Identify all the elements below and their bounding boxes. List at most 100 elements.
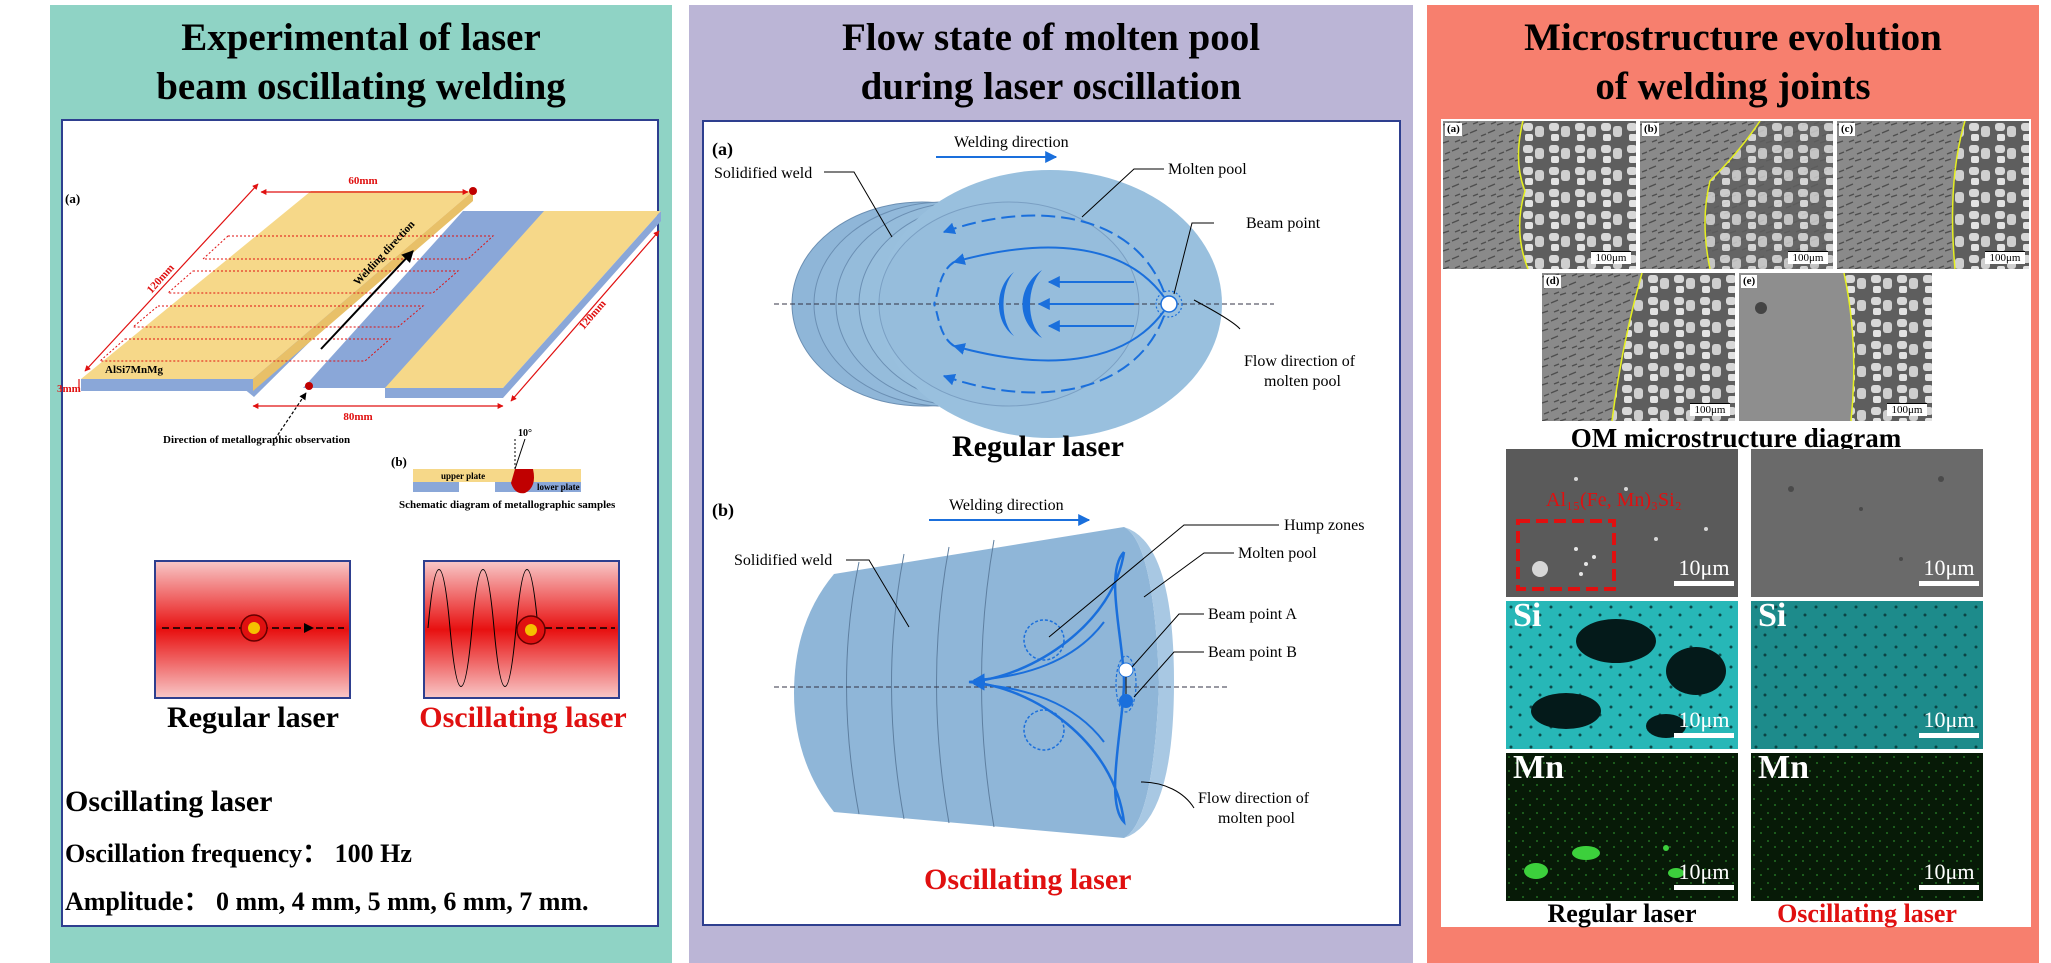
weld-setup-schematic: 60mm 120mm 120mm 80mm 3mm (a) Welding di…: [57, 175, 661, 511]
oscillating-laser-caption: Oscillating laser: [419, 701, 627, 734]
callout-lines-b: [846, 524, 1279, 809]
schematic-caption: Schematic diagram of metallographic samp…: [399, 499, 616, 511]
wake-crescent-left: [999, 272, 1014, 336]
regular-laser-caption: Regular laser: [1547, 899, 1697, 928]
si-map-regular: [1506, 601, 1738, 749]
section-upper-right: [533, 469, 581, 482]
sem-oscillating: [1751, 449, 1983, 597]
om-image-c: [1837, 120, 2029, 270]
regular-laser-box: [154, 560, 351, 699]
om-image-e: [1739, 272, 1932, 422]
panel-title: Experimental of laser beam oscillating w…: [156, 16, 566, 108]
oscillating-laser-box: [423, 560, 620, 699]
weld-start-dot: [469, 187, 477, 195]
panel-frame: (a) (b) (c) (d) (e) 100μm 100μm 100μm 10…: [1441, 119, 2031, 928]
upper-plate-label: upper plate: [441, 471, 485, 481]
om-image-b: [1640, 120, 1833, 270]
tag-a: (a): [65, 191, 80, 206]
mn-label-oscillating: Mn: [1758, 749, 1809, 786]
weld-seam-shape: [511, 469, 534, 494]
mn-label-regular: Mn: [1513, 749, 1564, 786]
beam-point: [1160, 295, 1178, 313]
welding-direction-label-b: Welding direction: [949, 497, 1064, 514]
om-caption: OM microstructure diagram: [1570, 423, 1902, 453]
beam-point-a: [1118, 662, 1134, 678]
panel-frame: 60mm 120mm 120mm 80mm 3mm (a) Welding di…: [57, 119, 661, 927]
flow-diagram: (a) Welding direction: [712, 134, 1364, 896]
mn-scale-regular: 10μm: [1674, 859, 1734, 890]
om-scale-c: 100μm: [1985, 251, 2025, 264]
angle-label: 10°: [518, 428, 532, 439]
panel-frame: (a) Welding direction: [702, 120, 1401, 926]
sem-scale-regular: 10μm: [1674, 555, 1734, 586]
mn-scale-oscillating: 10μm: [1919, 859, 1979, 890]
weld-end-dot: [305, 382, 313, 390]
panel-flow-state: Flow state of molten pool during laser o…: [689, 5, 1413, 963]
dim-80-label: 80mm: [343, 411, 372, 423]
om-tag-a: (a): [1445, 123, 1462, 136]
scan-arrowhead: [304, 623, 314, 633]
si-map-oscillating: [1751, 601, 1983, 749]
upper-plate-side: [81, 379, 253, 391]
section-lower-right: [495, 482, 581, 492]
beam-point-b: [1119, 694, 1133, 708]
upper-plate-edge: [253, 191, 473, 391]
om-scale-d: 100μm: [1690, 403, 1730, 416]
si-label-oscillating: Si: [1758, 597, 1787, 634]
panel-title: Microstructure evolution of welding join…: [1524, 16, 1942, 108]
dim-3-label: 3mm: [57, 383, 81, 395]
mn-map-oscillating: [1751, 753, 1983, 901]
si-scale-oscillating: 10μm: [1919, 707, 1979, 738]
welding-direction-label-a: Welding direction: [954, 134, 1069, 151]
section-lower-left: [413, 482, 459, 492]
regular-laser-caption: Regular laser: [952, 430, 1124, 463]
dim-line-120-left: [84, 183, 259, 372]
om-tag-b: (b): [1642, 123, 1660, 136]
oscillating-pool-face: [1124, 527, 1174, 838]
oscillation-wave: [427, 569, 539, 687]
beam-point-ring: [1155, 290, 1183, 318]
regular-laser-caption: Regular laser: [167, 701, 339, 734]
callout-lines-a: [824, 168, 1241, 330]
phase-label: Al₁₅(Fe, Mn)₃Si₂: [1546, 489, 1682, 511]
dim-line-120-right: [510, 230, 660, 402]
sem-scale-oscillating: 10μm: [1919, 555, 1979, 586]
solidified-label-a: Solidified weld: [714, 165, 812, 182]
om-image-d: [1542, 272, 1735, 422]
mn-map-regular: [1506, 753, 1738, 901]
beam-a-label: Beam point A: [1208, 606, 1297, 623]
alloy-label: AlSi7MnMg: [105, 364, 164, 376]
angle-line-2: [514, 438, 526, 470]
flow-label-b-2: molten pool: [1218, 810, 1295, 827]
om-scale-e: 100μm: [1887, 403, 1927, 416]
beam-b-label: Beam point B: [1208, 644, 1297, 661]
beam-point-label: Beam point: [1246, 215, 1321, 232]
oscillating-laser-caption: Oscillating laser: [924, 863, 1131, 896]
beam-core: [525, 624, 537, 636]
dim-60-label: 60mm: [348, 175, 377, 187]
observation-arrow: [274, 392, 307, 440]
flow-label-b-1: Flow direction of: [1198, 790, 1310, 807]
welding-direction-arrow: [320, 250, 414, 350]
amplitude-line: Amplitude： 0 mm, 4 mm, 5 mm, 6 mm, 7 mm.: [65, 887, 589, 916]
params-title: Oscillating laser: [65, 785, 273, 818]
panel-microstructure: Microstructure evolution of welding join…: [1427, 5, 2039, 963]
beam-core: [248, 622, 260, 634]
om-tag-e: (e): [1741, 275, 1758, 288]
dim-120-left-label: 120mm: [145, 262, 177, 296]
wake-crescent-right: [1022, 270, 1042, 338]
si-label-regular: Si: [1513, 597, 1542, 634]
flow-arrow-upper: [972, 621, 1105, 686]
molten-label-a: Molten pool: [1168, 161, 1247, 178]
oscillating-pool-layers: [846, 539, 995, 828]
oscillating-laser-caption: Oscillating laser: [1777, 899, 1957, 928]
si-scale-regular: 10μm: [1674, 707, 1734, 738]
tag-b: (b): [712, 500, 734, 521]
tag-b: (b): [391, 454, 407, 469]
hump-zone-lower: [1023, 709, 1065, 751]
panel-title: Flow state of molten pool during laser o…: [841, 16, 1261, 108]
lower-plate-label: lower plate: [537, 482, 580, 492]
om-tag-c: (c): [1839, 123, 1856, 136]
molten-label-b: Molten pool: [1238, 545, 1317, 562]
beam-path-ellipse: [1115, 655, 1137, 713]
